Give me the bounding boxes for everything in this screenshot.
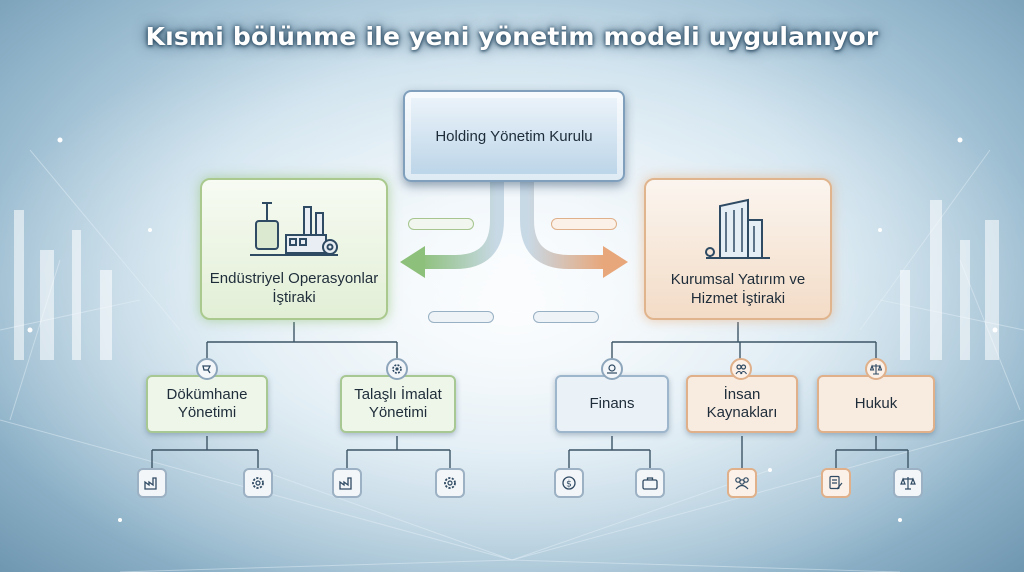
- corporate-investment-subsidiary: Kurumsal Yatırım ve Hizmet İştiraki: [644, 178, 832, 320]
- industrial-operations-label: Endüstriyel Operasyonlar İştiraki: [209, 270, 379, 306]
- diagram-title: Kısmi bölünme ile yeni yönetim modeli uy…: [145, 22, 879, 51]
- flow-pill-decoration: [428, 311, 494, 323]
- dollar-coin-icon: $: [554, 468, 584, 498]
- gear-icon: [243, 468, 273, 498]
- finance-node: Finans: [555, 375, 669, 433]
- machining-management-node: Talaşlı İmalat Yönetimi: [340, 375, 456, 433]
- factory-icon: [332, 468, 362, 498]
- foundry-management-node: Dökümhane Yönetimi: [146, 375, 268, 433]
- finance-label: Finans: [589, 395, 635, 412]
- corporate-investment-label: Kurumsal Yatırım ve Hizmet İştiraki: [670, 271, 806, 307]
- human-resources-label: İnsan Kaynakları: [706, 386, 778, 421]
- legal-label: Hukuk: [854, 395, 898, 412]
- money-hand-icon: [601, 358, 623, 380]
- flow-pill-decoration: [551, 218, 617, 230]
- svg-text:$: $: [566, 480, 572, 490]
- gear-icon: [386, 358, 408, 380]
- factory-icon: [137, 468, 167, 498]
- flow-pill-decoration: [408, 218, 474, 230]
- scales-icon: [893, 468, 923, 498]
- machining-management-label: Talaşlı İmalat Yönetimi: [354, 386, 442, 421]
- pouring-ladle-icon: [196, 358, 218, 380]
- flow-pill-decoration: [533, 311, 599, 323]
- industrial-operations-subsidiary: Endüstriyel Operasyonlar İştiraki: [200, 178, 388, 320]
- document-pen-icon: [821, 468, 851, 498]
- people-icon: [730, 358, 752, 380]
- human-resources-node: İnsan Kaynakları: [686, 375, 798, 433]
- legal-node: Hukuk: [817, 375, 935, 433]
- office-building-icon: [705, 198, 770, 259]
- factory-icon: [250, 202, 338, 256]
- briefcase-icon: [635, 468, 665, 498]
- gear-icon: [435, 468, 465, 498]
- holding-board-label: Holding Yönetim Kurulu: [435, 127, 593, 145]
- foundry-management-label: Dökümhane Yönetimi: [166, 386, 248, 421]
- scales-icon: [865, 358, 887, 380]
- team-icon: [727, 468, 757, 498]
- holding-board-node: Holding Yönetim Kurulu: [403, 90, 625, 182]
